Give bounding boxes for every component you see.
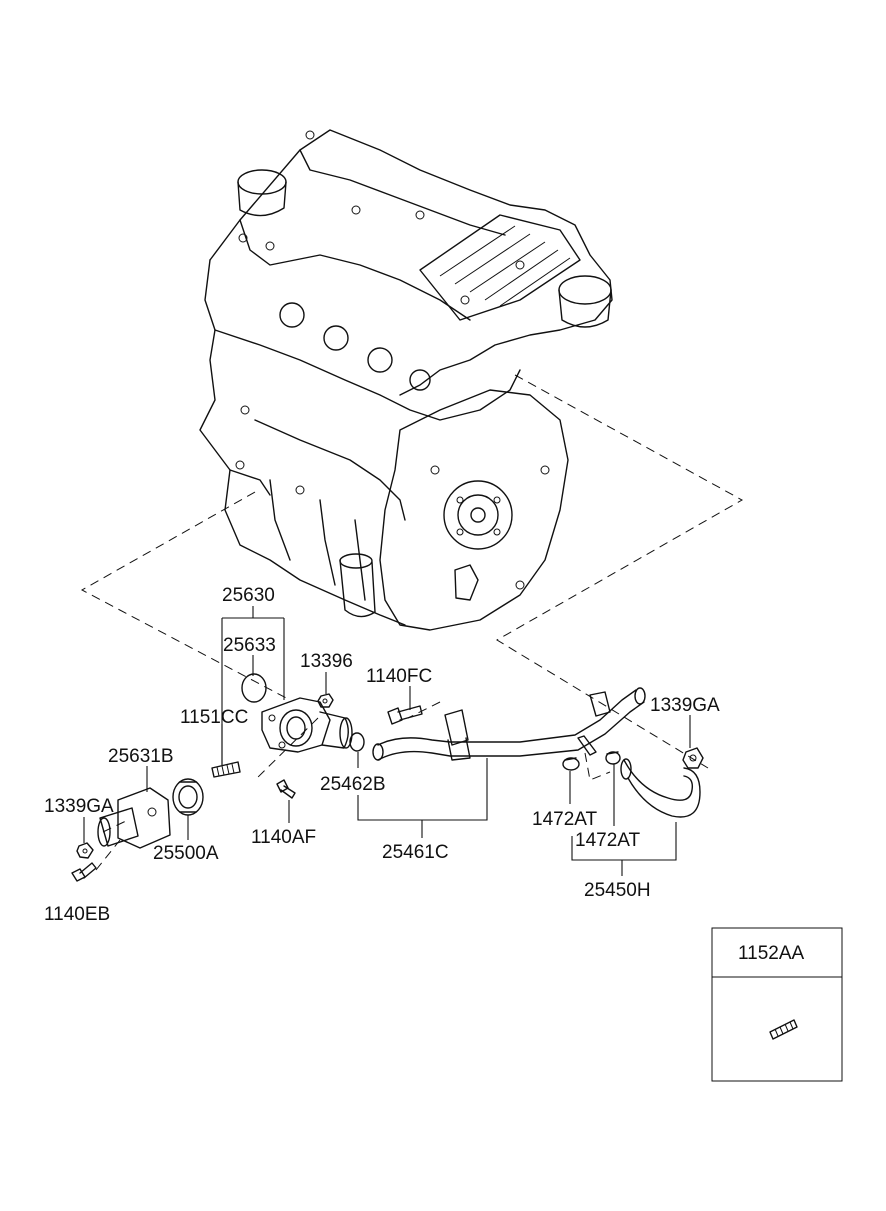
label-25450H: 25450H — [584, 880, 651, 901]
clamp-1472AT-a — [562, 757, 580, 771]
label-25500A: 25500A — [153, 843, 219, 864]
part-number-labels: 25630 25633 13396 1140FC 1339GA 1151CC 2… — [44, 585, 720, 925]
label-1339GA-left: 1339GA — [44, 796, 114, 817]
nut-1339GA-right — [682, 747, 704, 769]
inset-box-1152AA: 1152AA — [711, 927, 843, 1082]
label-1472AT-a: 1472AT — [532, 809, 598, 830]
label-25631B: 25631B — [108, 746, 174, 767]
thermostat-25500A — [172, 778, 204, 816]
inset-title: 1152AA — [738, 943, 805, 964]
o-ring-25462B — [349, 732, 365, 752]
nut-13396 — [317, 693, 334, 708]
o-ring-25633 — [241, 673, 267, 703]
engine-assembly-drawing — [199, 129, 613, 631]
label-25630: 25630 — [222, 585, 275, 606]
label-13396: 13396 — [300, 651, 353, 672]
label-25462B: 25462B — [320, 774, 386, 795]
bolt-1140EB — [71, 862, 97, 882]
nut-1339GA-left — [76, 842, 94, 859]
hose-pipe-25461C — [372, 687, 646, 761]
callout-dashed-lines — [80, 374, 744, 871]
label-25461C: 25461C — [382, 842, 449, 863]
label-1339GA-right: 1339GA — [650, 695, 720, 716]
label-1472AT-b: 1472AT — [575, 830, 641, 851]
clamp-1472AT-b — [605, 751, 621, 765]
label-1140EB: 1140EB — [44, 904, 110, 925]
leader-lines — [83, 606, 691, 876]
label-1140AF: 1140AF — [251, 827, 316, 848]
label-1151CC: 1151CC — [180, 707, 248, 728]
water-inlet-fitting-25630 — [261, 697, 353, 753]
label-25633: 25633 — [223, 635, 276, 656]
stud-1151CC — [211, 761, 241, 778]
thermostat-cover-25631B — [97, 787, 171, 849]
bolt-1140FC — [387, 705, 423, 725]
label-1140FC: 1140FC — [366, 666, 432, 687]
hose-25450H — [620, 758, 701, 818]
bolt-1140AF — [276, 779, 296, 799]
stud-1152AA-icon — [769, 1019, 798, 1040]
